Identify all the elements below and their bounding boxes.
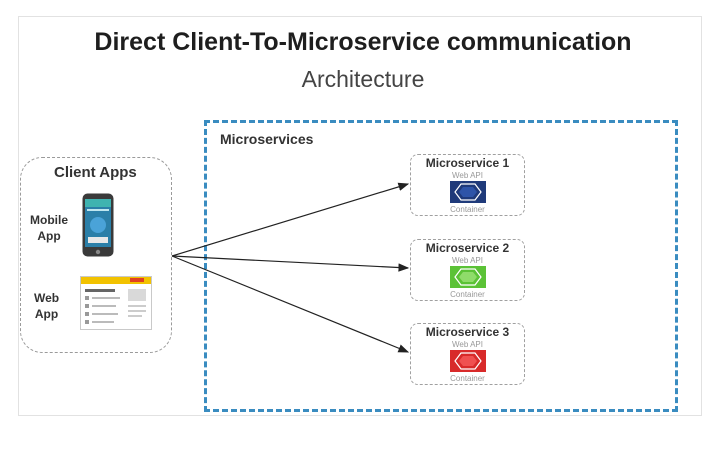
microservice-2-name: Microservice 2 <box>425 241 510 255</box>
microservices-region <box>204 120 678 412</box>
mobile-app-label-line1: Mobile <box>30 213 68 227</box>
microservice-3-api-label: Web API <box>452 340 483 349</box>
web-app-label: Web App <box>34 290 59 322</box>
microservice-3-box: Microservice 3 Web API Container <box>410 323 525 385</box>
microservice-1-box: Microservice 1 Web API Container <box>410 154 525 216</box>
microservice-3-container-icon <box>450 350 486 372</box>
arrow-to-microservice-3 <box>171 255 410 353</box>
microservice-1-container-label: Container <box>450 205 485 214</box>
microservice-2-container-label: Container <box>450 290 485 299</box>
mobile-app-label: Mobile App <box>30 212 68 244</box>
microservice-2-box: Microservice 2 Web API Container <box>410 239 525 301</box>
client-apps-box <box>20 157 172 353</box>
web-app-label-line2: App <box>34 307 59 321</box>
microservice-3-container-label: Container <box>450 374 485 383</box>
microservices-region-label: Microservices <box>220 131 314 147</box>
diagram-title: Direct Client-To-Microservice communicat… <box>94 28 632 56</box>
microservice-2-container-icon <box>450 266 486 288</box>
arrow-to-microservice-1 <box>171 182 410 257</box>
mobile-phone-icon <box>82 193 114 257</box>
client-apps-title: Client Apps <box>54 164 137 181</box>
web-app-label-line1: Web <box>34 291 60 305</box>
microservice-2-api-label: Web API <box>452 256 483 265</box>
microservice-1-container-icon <box>450 181 486 203</box>
microservice-1-name: Microservice 1 <box>425 156 510 170</box>
web-browser-icon <box>80 276 152 330</box>
microservice-3-name: Microservice 3 <box>425 325 510 339</box>
diagram-subtitle: Architecture <box>301 66 425 92</box>
arrow-to-microservice-2 <box>171 255 410 272</box>
microservice-1-api-label: Web API <box>452 171 483 180</box>
slide-frame <box>18 16 702 416</box>
mobile-app-label-line2: App <box>37 229 61 243</box>
